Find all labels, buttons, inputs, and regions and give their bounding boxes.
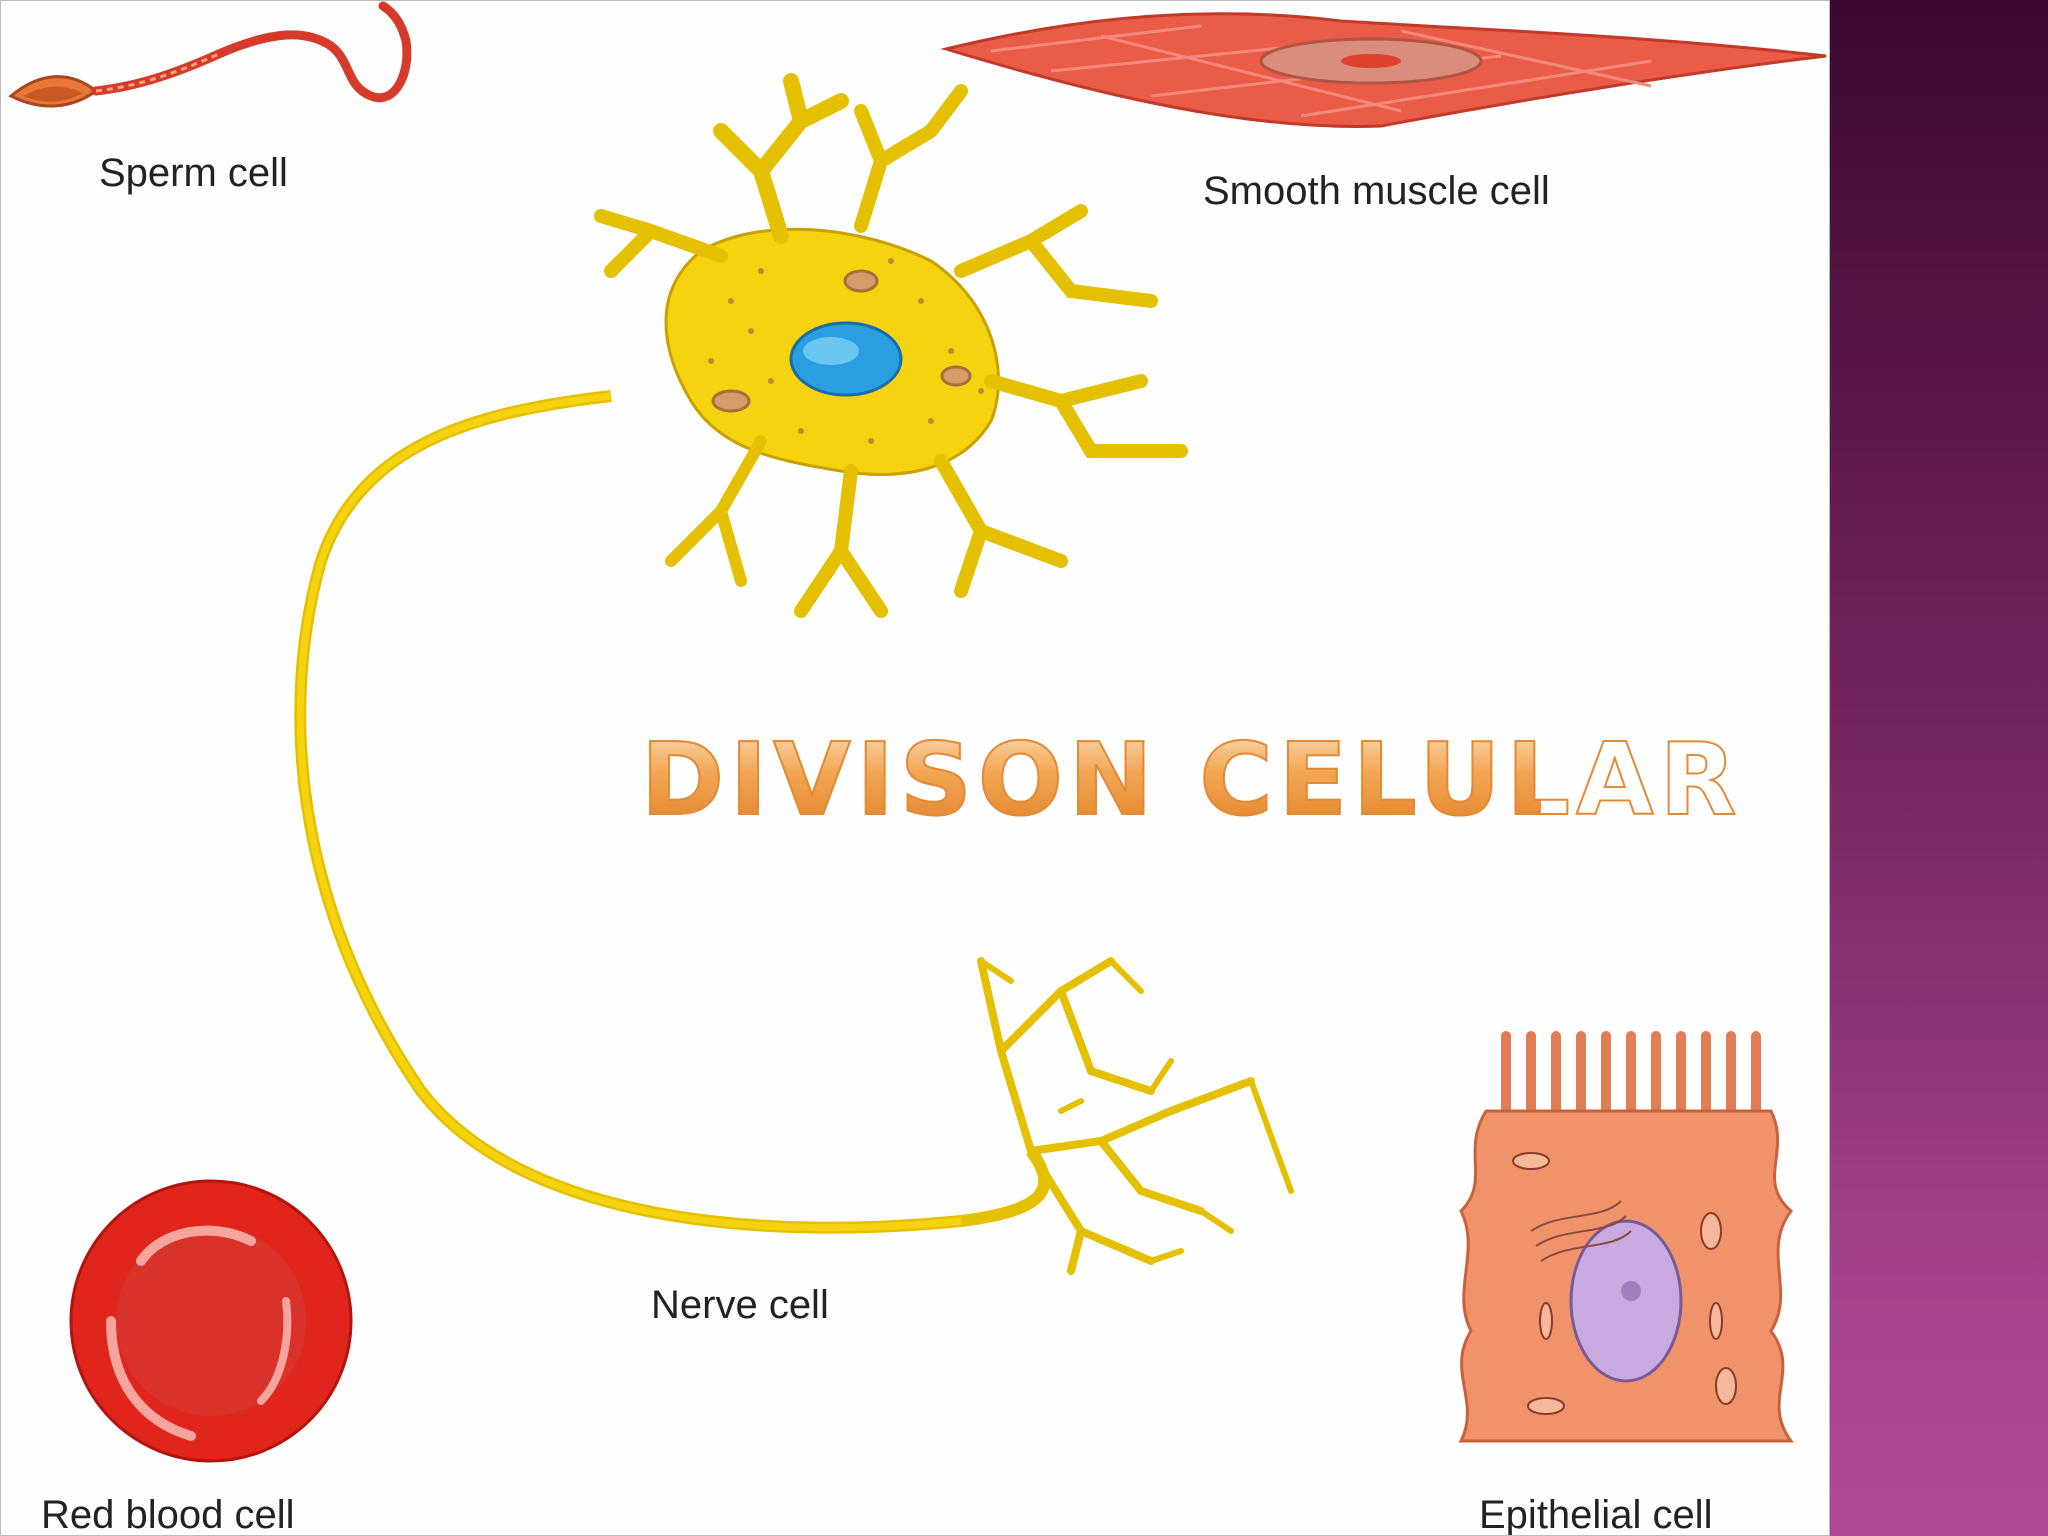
decorative-sidebar [1830, 0, 2048, 1536]
sperm-cell-label: Sperm cell [99, 151, 288, 195]
slide-title: DIVISON CELULAR [640, 720, 1743, 839]
sperm-cell-illustration [8, 1, 412, 108]
nerve-cell-label: Nerve cell [651, 1283, 829, 1327]
cell-illustrations [8, 1, 1827, 1463]
epithelial-cell-illustration [1458, 1031, 1794, 1443]
red-blood-cell-label: Red blood cell [41, 1493, 295, 1536]
smooth-muscle-cell-illustration [940, 12, 1827, 128]
nerve-cell-illustration [294, 73, 1294, 1275]
smooth-muscle-cell-label: Smooth muscle cell [1203, 169, 1550, 213]
epithelial-cell-label: Epithelial cell [1479, 1493, 1713, 1536]
slide-canvas: Sperm cell Smooth muscle cell Nerve cell… [0, 0, 1830, 1536]
red-blood-cell-illustration [69, 1179, 353, 1463]
